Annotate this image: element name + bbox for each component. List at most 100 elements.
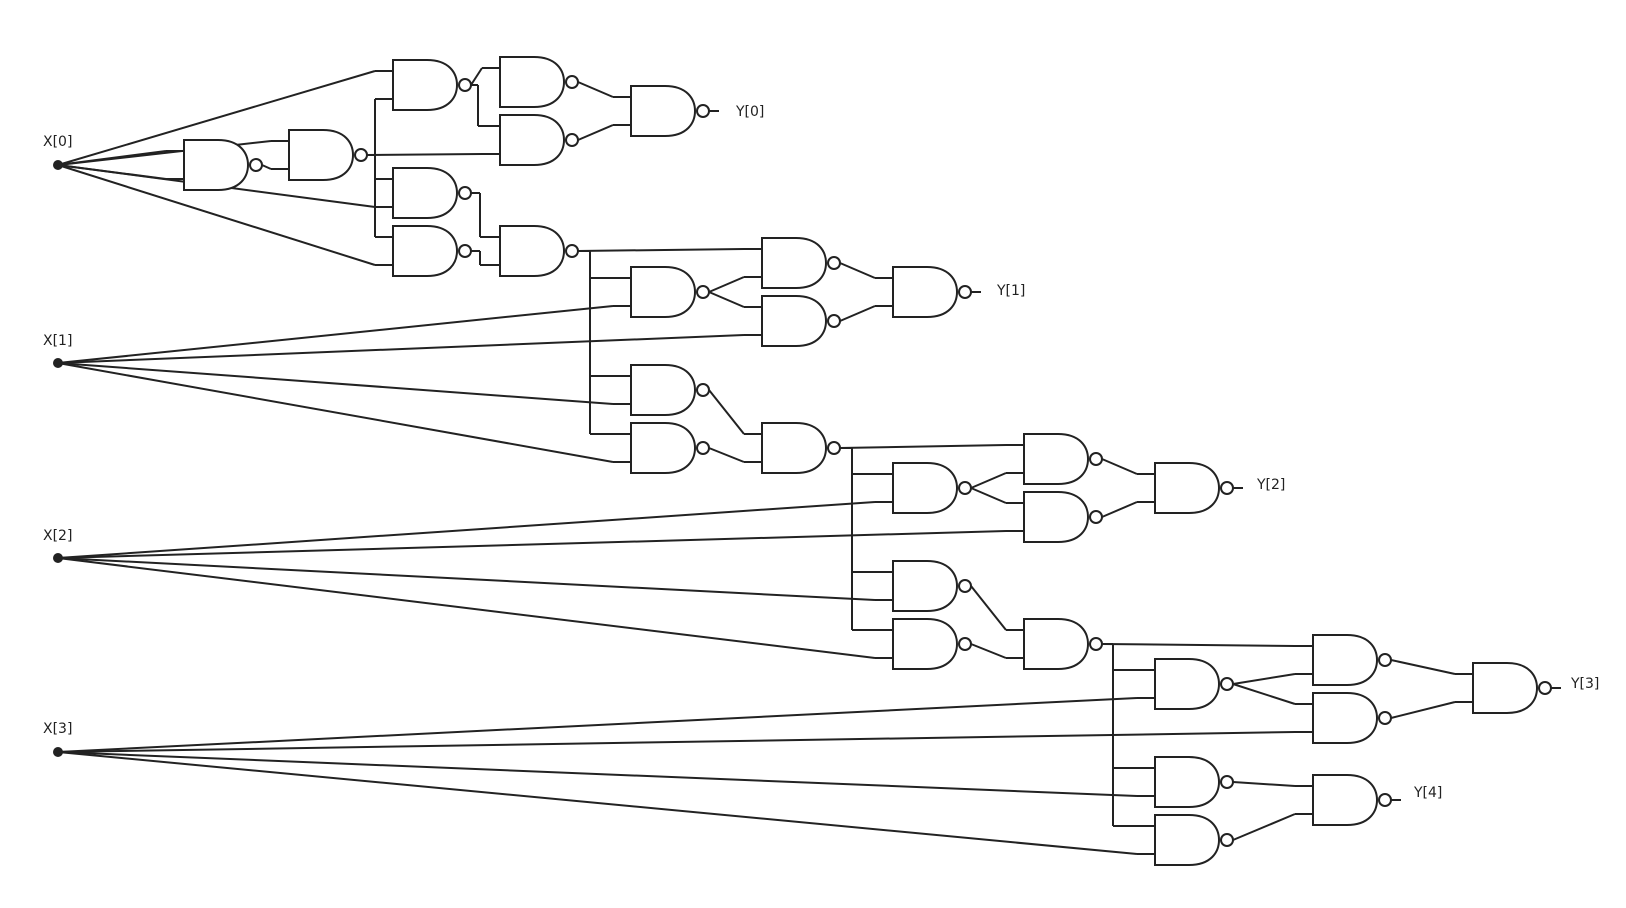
input-label-x3: X[3] — [43, 721, 72, 737]
wire — [57, 557, 876, 601]
output-label-y4: Y[4] — [1413, 785, 1442, 801]
wire — [57, 334, 745, 364]
inverter-bubble — [958, 637, 972, 651]
wire — [1390, 659, 1456, 675]
nand-gate — [1312, 692, 1392, 744]
nand-gate — [630, 364, 710, 416]
nand-gate — [392, 59, 472, 111]
wire — [708, 447, 745, 463]
nand-gate — [392, 167, 472, 219]
nand-gate — [630, 85, 710, 137]
input-pin-x3 — [53, 747, 63, 757]
inverter-bubble — [1220, 775, 1234, 789]
nand-gate — [1154, 814, 1234, 866]
input-pin-x2 — [53, 553, 63, 563]
inverter-bubble — [958, 579, 972, 593]
nand-gate — [288, 129, 368, 181]
nand-gate — [761, 237, 841, 289]
nand-gate — [1312, 774, 1392, 826]
nand-gate-body — [392, 167, 459, 219]
wire — [57, 362, 614, 463]
inverter-bubble — [458, 78, 472, 92]
output-label-y3: Y[3] — [1570, 676, 1599, 692]
nand-gate-body — [1312, 774, 1379, 826]
inverter-bubble — [1378, 793, 1392, 807]
nand-gate — [761, 295, 841, 347]
inverter-bubble — [249, 158, 263, 172]
nand-gate-body — [761, 237, 828, 289]
output-label-y0: Y[0] — [735, 104, 764, 120]
input-label-x1: X[1] — [43, 333, 72, 349]
nand-gate-body — [761, 295, 828, 347]
wire — [708, 276, 745, 293]
inverter-bubble — [458, 244, 472, 258]
nand-gate-body — [892, 266, 959, 318]
inverter-bubble — [827, 256, 841, 270]
nand-gate-body — [892, 462, 959, 514]
input-pin-x0 — [53, 160, 63, 170]
nand-gate-body — [1023, 433, 1090, 485]
inverter-bubble — [1089, 452, 1103, 466]
wire — [1232, 813, 1296, 841]
wire — [970, 487, 1007, 504]
nand-gate — [1023, 433, 1103, 485]
nand-gate-body — [630, 422, 697, 474]
nand-gate — [499, 56, 579, 108]
nand-gate — [1023, 618, 1103, 670]
wire — [1390, 701, 1456, 719]
wire — [57, 164, 376, 266]
wire — [1101, 458, 1138, 475]
nand-gate-body — [761, 422, 828, 474]
nand-gate — [1154, 462, 1234, 514]
nand-gate-body — [1023, 618, 1090, 670]
nand-gate-body — [1472, 662, 1539, 714]
wire — [577, 124, 614, 141]
inverter-bubble — [1378, 653, 1392, 667]
inverter-bubble — [827, 314, 841, 328]
wire — [57, 731, 1296, 753]
inverter-bubble — [958, 481, 972, 495]
nand-gate — [892, 266, 972, 318]
inverter-bubble — [827, 441, 841, 455]
nand-gate — [1154, 658, 1234, 710]
inverter-bubble — [565, 133, 579, 147]
wire — [1101, 501, 1138, 518]
nand-gate — [630, 422, 710, 474]
nand-gate — [392, 225, 472, 277]
nand-gate-body — [499, 225, 566, 277]
wire — [57, 751, 1138, 855]
output-label-y1: Y[1] — [996, 283, 1025, 299]
nand-gate — [630, 266, 710, 318]
wire — [970, 643, 1007, 659]
wire — [970, 472, 1007, 489]
nand-gate — [892, 560, 972, 612]
nand-gate-body — [499, 56, 566, 108]
wire — [57, 557, 876, 659]
nand-gate — [183, 139, 263, 191]
wire — [1101, 643, 1296, 647]
wire — [57, 530, 1007, 559]
inverter-bubble — [696, 441, 710, 455]
wire — [57, 362, 614, 405]
wire — [577, 248, 745, 252]
nand-gate-body — [1312, 634, 1379, 686]
nand-gate-body — [183, 139, 250, 191]
inverter-bubble — [1089, 510, 1103, 524]
nand-gate-body — [1154, 814, 1221, 866]
input-label-x0: X[0] — [43, 134, 72, 150]
inverter-bubble — [696, 383, 710, 397]
nand-gate-body — [892, 618, 959, 670]
nand-gate-body — [892, 560, 959, 612]
wire — [57, 697, 1138, 753]
nand-gate — [499, 114, 579, 166]
nand-gate-body — [392, 59, 459, 111]
nand-gate-body — [499, 114, 566, 166]
nand-gate-body — [1023, 491, 1090, 543]
wire — [57, 501, 876, 559]
nand-gate — [892, 462, 972, 514]
wire — [261, 164, 272, 170]
input-pin-x1 — [53, 358, 63, 368]
inverter-bubble — [565, 75, 579, 89]
nand-gate-body — [1312, 692, 1379, 744]
nand-gate-body — [288, 129, 355, 181]
